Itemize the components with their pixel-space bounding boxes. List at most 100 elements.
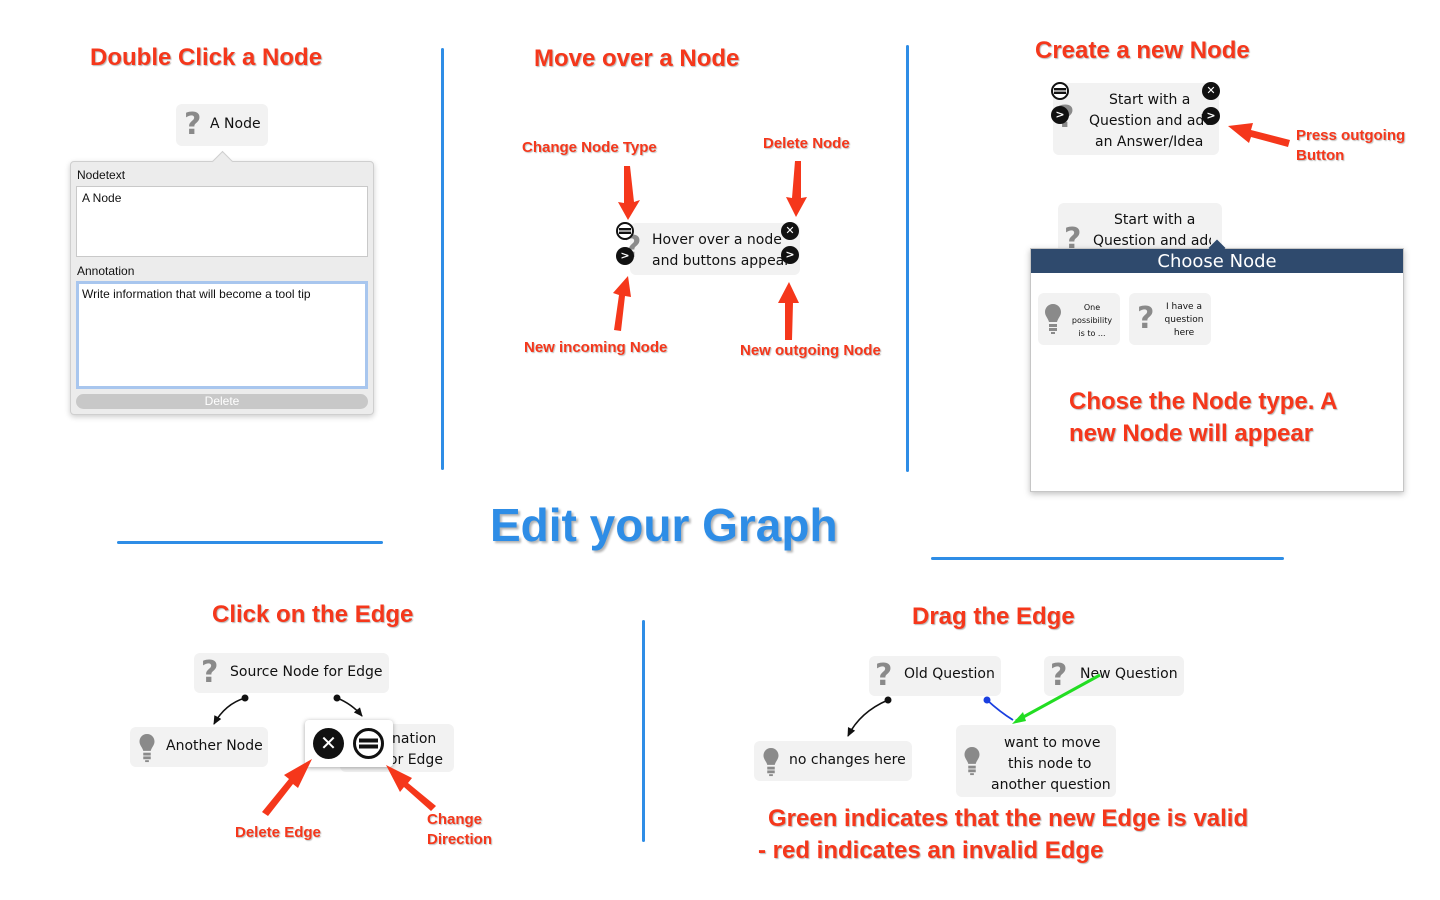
option-idea-node[interactable]: One possibility is to ... xyxy=(1038,293,1120,345)
node-line-2: and buttons appear xyxy=(652,253,791,269)
incoming-chevron-icon[interactable]: > xyxy=(1051,106,1069,124)
option-question-line-2: question xyxy=(1164,315,1204,325)
option-idea-line-1: One xyxy=(1083,303,1101,312)
delete-node-icon[interactable]: ✕ xyxy=(781,222,799,240)
question-icon: ? xyxy=(201,655,219,690)
callout-new-outgoing: New outgoing Node xyxy=(740,342,881,359)
lightbulb-icon xyxy=(1045,304,1061,334)
edge-old-to-nochange xyxy=(847,699,889,737)
arrow-delete-edge xyxy=(262,759,312,816)
change-direction-icon[interactable] xyxy=(353,728,384,759)
divider-vertical-2 xyxy=(906,45,909,472)
callout-new-incoming: New incoming Node xyxy=(524,339,668,356)
source-node[interactable]: ? Source Node for Edge xyxy=(194,653,389,693)
option-idea-line-2: possibility xyxy=(1071,316,1113,325)
create-node[interactable]: ? Start with a Question and add an Answe… xyxy=(1053,83,1219,155)
callout-change-direction-1: Change xyxy=(427,811,483,828)
arrow-outgoing xyxy=(778,282,799,340)
question-icon: ? xyxy=(184,107,202,142)
section-title-click-edge: Click on the Edge xyxy=(212,601,414,628)
question-icon: ? xyxy=(1064,222,1082,257)
edge-valid-green xyxy=(1015,673,1101,723)
node-line-1: Start with a xyxy=(1109,92,1191,108)
delete-node-icon[interactable]: ✕ xyxy=(1202,82,1220,100)
arrow-press-outgoing xyxy=(1228,123,1290,147)
node-line-2: for Edge xyxy=(384,752,443,768)
no-changes-node[interactable]: no changes here xyxy=(754,741,912,781)
node-line-1: want to move xyxy=(1004,735,1101,751)
node-line-2: Question and add xyxy=(1089,113,1211,129)
node-edit-panel: Nodetext A Node Annotation Write informa… xyxy=(70,150,374,415)
dialog-message-line-1: Chose the Node type. A xyxy=(1069,388,1338,415)
node-line-1: Hover over a node xyxy=(652,232,782,248)
callout-press-outgoing-2: Button xyxy=(1296,147,1345,164)
node-line-1: nation xyxy=(392,731,437,747)
question-icon: ? xyxy=(1050,658,1068,693)
node-line-1: Start with a xyxy=(1114,212,1196,228)
node-line-2: Question and add xyxy=(1093,233,1211,249)
main-title: Edit your Graph xyxy=(490,499,838,551)
divider-vertical-3 xyxy=(642,620,645,842)
option-idea-line-3: is to ... xyxy=(1078,329,1106,338)
create-node-duplicate[interactable]: ? Start with a Question and add xyxy=(1058,203,1222,257)
section-title-move-over: Move over a Node xyxy=(534,45,740,72)
drag-message-line-1: Green indicates that the new Edge is val… xyxy=(768,805,1249,832)
graph-node[interactable]: ? A Node xyxy=(176,104,268,146)
divider-vertical-1 xyxy=(441,48,444,470)
node-label: Source Node for Edge xyxy=(230,664,383,680)
node-label: New Question xyxy=(1080,666,1178,682)
arrow-delete xyxy=(786,161,807,217)
old-question-node[interactable]: ? Old Question xyxy=(869,656,1001,696)
option-question-line-3: here xyxy=(1173,328,1195,338)
callout-change-direction-2: Direction xyxy=(427,831,493,848)
new-question-node[interactable]: ? New Question xyxy=(1044,656,1184,696)
divider-horizontal-right xyxy=(931,557,1284,560)
dialog-title: Choose Node xyxy=(1157,251,1277,272)
option-question-line-1: I have a xyxy=(1166,302,1202,312)
lightbulb-icon xyxy=(763,747,779,777)
question-icon: ? xyxy=(1137,301,1155,336)
change-type-icon[interactable] xyxy=(1051,82,1069,100)
nodetext-label: Nodetext xyxy=(77,168,126,182)
section-title-double-click: Double Click a Node xyxy=(90,44,323,71)
arrow-incoming xyxy=(613,276,631,331)
incoming-chevron-icon[interactable]: > xyxy=(616,247,634,265)
edge-toolbar: ✕ xyxy=(305,720,393,767)
node-label: A Node xyxy=(210,116,261,132)
node-line-2: this node to xyxy=(1008,756,1092,772)
edge-to-another xyxy=(213,697,246,725)
arrow-change-type xyxy=(618,166,640,220)
lightbulb-icon xyxy=(964,746,980,776)
option-question-node[interactable]: ? I have a question here xyxy=(1129,293,1211,345)
callout-delete-edge: Delete Edge xyxy=(235,824,321,841)
node-label: Another Node xyxy=(166,738,263,754)
node-label: no changes here xyxy=(789,752,906,768)
nodetext-field[interactable]: A Node xyxy=(76,186,368,257)
dialog-header xyxy=(1031,249,1403,273)
delete-edge-icon[interactable]: ✕ xyxy=(313,728,344,759)
hover-node[interactable]: ? Hover over a node and buttons appear xyxy=(624,223,800,275)
question-icon: ? xyxy=(875,658,893,693)
arrow-change-direction xyxy=(386,765,436,811)
lightbulb-icon xyxy=(139,733,155,763)
choose-node-dialog: Choose Node One possibility is to ... ? … xyxy=(1030,239,1404,492)
drag-message-line-2: - red indicates an invalid Edge xyxy=(758,837,1104,864)
annotation-field[interactable]: Write information that will become a too… xyxy=(76,281,368,389)
dialog-message-line-2: new Node will appear xyxy=(1069,420,1314,447)
callout-change-node-type: Change Node Type xyxy=(522,139,657,156)
delete-button[interactable]: Delete xyxy=(76,394,368,409)
edge-dragged-blue xyxy=(986,699,1014,721)
change-type-icon[interactable] xyxy=(616,222,634,240)
edge-to-destination xyxy=(336,697,363,717)
another-node[interactable]: Another Node xyxy=(130,727,268,767)
section-title-create-node: Create a new Node xyxy=(1035,37,1250,64)
move-node[interactable]: want to move this node to another questi… xyxy=(956,725,1116,797)
node-label: Old Question xyxy=(904,666,995,682)
divider-horizontal-left xyxy=(117,541,383,544)
outgoing-chevron-icon[interactable]: > xyxy=(1202,107,1220,125)
outgoing-chevron-icon[interactable]: > xyxy=(781,246,799,264)
